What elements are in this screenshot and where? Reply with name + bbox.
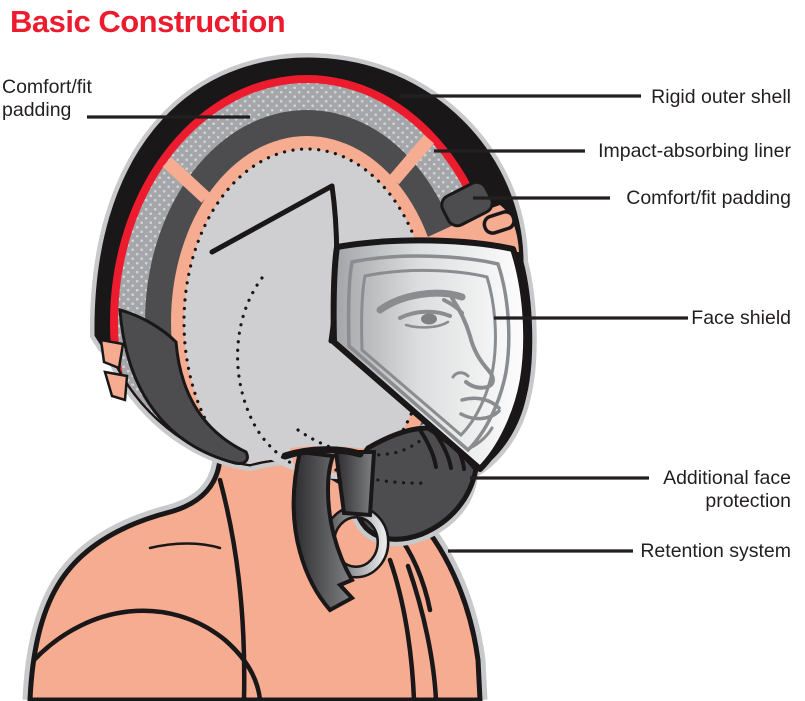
label-additional-face-protection: Additional face protection <box>663 467 791 513</box>
lower-lip <box>459 409 501 421</box>
rider-face <box>376 289 501 450</box>
eyeport-gasket <box>346 254 511 453</box>
eyebrow <box>376 289 466 314</box>
face-shield <box>330 237 530 472</box>
helmet-rim-over-strap <box>281 446 364 460</box>
eye-iris <box>421 313 437 325</box>
vent-slot <box>482 210 516 235</box>
d-ring-loop-strap <box>333 450 377 518</box>
retention-system <box>281 446 390 613</box>
chin-strap <box>291 449 356 613</box>
upper-lip <box>460 396 501 410</box>
label-impact-absorbing-liner: Impact-absorbing liner <box>598 140 791 162</box>
label-comfort-fit-padding-right: Comfort/fit padding <box>626 187 791 209</box>
nostril <box>451 371 470 379</box>
neck-roll-padding <box>118 307 249 465</box>
label-retention-system: Retention system <box>640 540 791 562</box>
eye-upper-lid <box>398 309 452 320</box>
eye-lower-lid <box>404 320 450 329</box>
page-title: Basic Construction <box>10 4 286 39</box>
label-comfort-fit-padding-left: Comfort/fit padding <box>2 76 92 122</box>
chin-crease <box>468 426 494 450</box>
label-rigid-outer-shell: Rigid outer shell <box>651 86 791 108</box>
rear-lining-notches <box>99 338 129 402</box>
leader-lines <box>87 94 688 553</box>
label-face-shield: Face shield <box>691 307 791 329</box>
nose-profile <box>450 296 495 390</box>
forehead-comfort-pad <box>440 180 494 228</box>
